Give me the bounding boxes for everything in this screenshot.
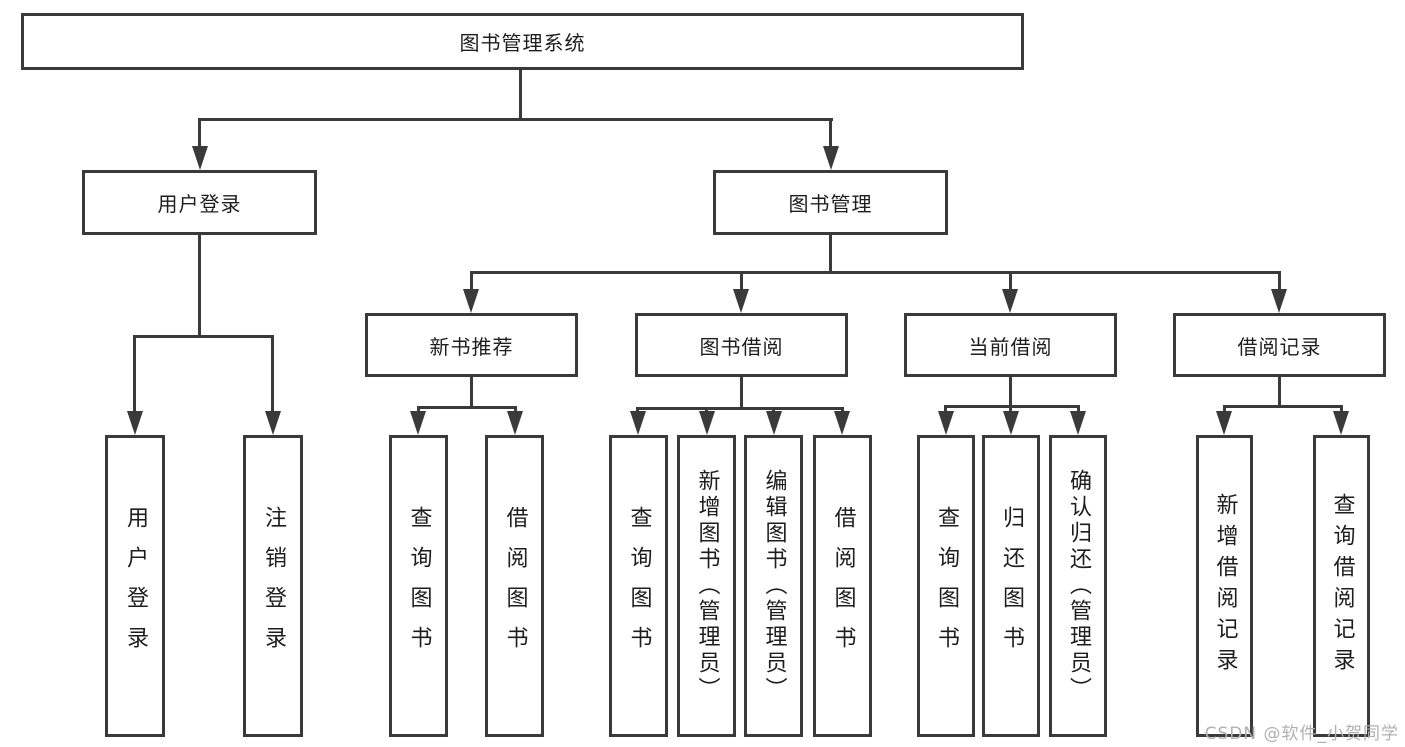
leaf-query-books-borrowing: 查询图书 — [609, 435, 668, 737]
connector-vline — [705, 407, 708, 414]
leaf-logout: 注销登录 — [243, 435, 303, 737]
arrowhead-down-icon — [938, 411, 954, 435]
connector-vline — [470, 271, 473, 291]
leaf-query-books-current: 查询图书 — [917, 435, 975, 737]
node-book-management: 图书管理 — [713, 170, 948, 235]
connector-vline — [519, 70, 522, 118]
leaf-confirm-return-admin: 确认归还（管理员） — [1049, 435, 1107, 737]
connector-vline — [841, 407, 844, 414]
connector-hline — [133, 335, 274, 338]
connector-hline — [1223, 405, 1343, 408]
leaf-query-borrow-record: 查询借阅记录 — [1313, 435, 1370, 737]
arrowhead-down-icon — [1002, 289, 1018, 313]
arrowhead-down-icon — [766, 411, 782, 435]
connector-vline — [514, 406, 517, 414]
connector-vline — [1009, 271, 1012, 291]
arrowhead-down-icon — [127, 411, 143, 435]
arrowhead-down-icon — [265, 411, 281, 435]
node-book-borrowing: 图书借阅 — [635, 313, 848, 377]
leaf-add-books-admin: 新增图书（管理员） — [677, 435, 736, 737]
arrowhead-down-icon — [699, 411, 715, 435]
connector-hline — [417, 406, 517, 409]
leaf-return-books: 归还图书 — [982, 435, 1040, 737]
arrowhead-down-icon — [733, 289, 749, 313]
node-current-borrowing: 当前借阅 — [904, 313, 1117, 377]
leaf-query-books-recommend: 查询图书 — [389, 435, 448, 737]
connector-vline — [1009, 377, 1012, 405]
connector-vline — [1077, 405, 1080, 414]
arrowhead-down-icon — [823, 146, 839, 170]
connector-vline — [636, 407, 639, 414]
node-new-book-recommend: 新书推荐 — [365, 313, 578, 377]
arrowhead-down-icon — [1333, 411, 1349, 435]
connector-vline — [1009, 405, 1012, 414]
connector-hline — [198, 118, 833, 121]
arrowhead-down-icon — [1271, 289, 1287, 313]
arrowhead-down-icon — [1003, 411, 1019, 435]
leaf-edit-books-admin: 编辑图书（管理员） — [744, 435, 803, 737]
arrowhead-down-icon — [410, 411, 426, 435]
leaf-borrow-books: 借阅图书 — [813, 435, 872, 737]
connector-hline — [636, 407, 844, 410]
connector-vline — [944, 405, 947, 414]
connector-vline — [772, 407, 775, 414]
leaf-add-borrow-record: 新增借阅记录 — [1196, 435, 1253, 737]
connector-vline — [1340, 405, 1343, 414]
connector-vline — [829, 235, 832, 271]
arrowhead-down-icon — [834, 411, 850, 435]
node-user-login: 用户登录 — [82, 170, 317, 235]
connector-vline — [1223, 405, 1226, 414]
connector-vline — [1278, 377, 1281, 405]
arrowhead-down-icon — [507, 411, 523, 435]
leaf-borrow-books-recommend: 借阅图书 — [485, 435, 544, 737]
node-root-library-system: 图书管理系统 — [21, 13, 1024, 70]
connector-vline — [133, 335, 136, 413]
arrowhead-down-icon — [1216, 411, 1232, 435]
arrowhead-down-icon — [1070, 411, 1086, 435]
connector-vline — [1278, 271, 1281, 291]
leaf-user-login: 用户登录 — [105, 435, 165, 737]
csdn-watermark: CSDN @软件_小贺同学 — [1204, 724, 1399, 744]
connector-vline — [740, 271, 743, 291]
connector-vline — [198, 235, 201, 335]
connector-vline — [829, 118, 832, 148]
connector-vline — [271, 335, 274, 413]
connector-vline — [470, 377, 473, 406]
arrowhead-down-icon — [630, 411, 646, 435]
connector-vline — [417, 406, 420, 414]
connector-vline — [198, 118, 201, 148]
connector-vline — [740, 377, 743, 407]
arrowhead-down-icon — [192, 146, 208, 170]
connector-hline — [470, 271, 1281, 274]
arrowhead-down-icon — [463, 289, 479, 313]
connector-hline — [944, 405, 1080, 408]
node-borrowing-records: 借阅记录 — [1173, 313, 1386, 377]
